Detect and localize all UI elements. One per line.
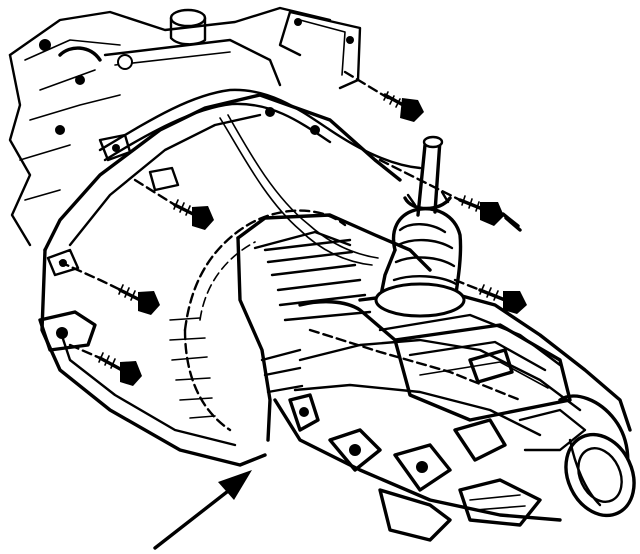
bellhousing-icon (38, 93, 402, 467)
shift-lever-icon (403, 135, 452, 217)
wire-harness-icon (98, 88, 422, 266)
bolt-icon-right-lever (378, 158, 522, 232)
arrow-icon (153, 470, 252, 550)
bolt-icon-right-lower (453, 278, 527, 314)
bolt-icon-upper-right (343, 70, 424, 122)
shifter-boot-icon (374, 207, 466, 318)
bolt-icon-lower-left-2 (68, 343, 142, 386)
bolt-icon-mid-left (133, 178, 214, 230)
tailshaft-housing-icon (378, 394, 636, 542)
engine-block-icon (8, 6, 362, 247)
bolt-icon-lower-left-1 (58, 260, 160, 315)
transmission-case-icon (236, 213, 632, 522)
